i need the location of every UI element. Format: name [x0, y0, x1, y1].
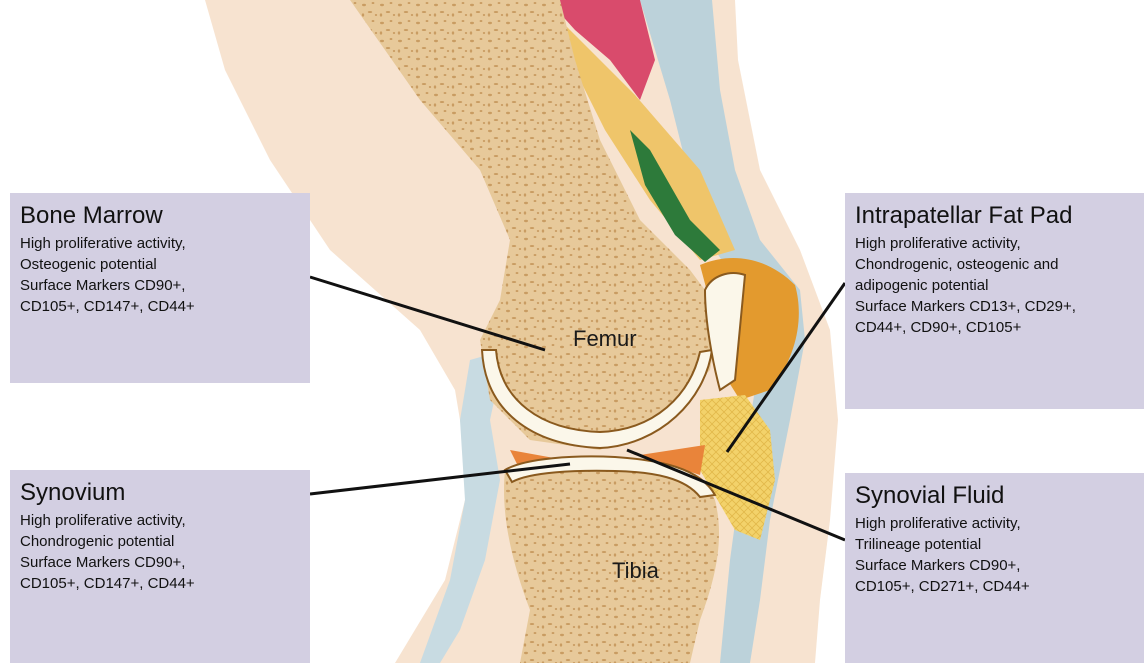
callout-line: High proliferative activity,: [20, 510, 300, 531]
femur-label: Femur: [573, 326, 637, 352]
callout-title: Bone Marrow: [20, 201, 300, 231]
callout-intrapatellar-fat-pad: Intrapatellar Fat Pad High proliferative…: [845, 193, 1144, 409]
callout-line: High proliferative activity,: [20, 233, 300, 254]
callout-line: Surface Markers CD90+,: [20, 275, 300, 296]
callout-line: CD44+, CD90+, CD105+: [855, 317, 1134, 338]
callout-line: Osteogenic potential: [20, 254, 300, 275]
callout-line: Trilineage potential: [855, 534, 1134, 555]
callout-line: Surface Markers CD13+, CD29+,: [855, 296, 1134, 317]
callout-synovial-fluid: Synovial Fluid High proliferative activi…: [845, 473, 1144, 663]
callout-title: Synovium: [20, 478, 300, 508]
callout-title: Synovial Fluid: [855, 481, 1134, 511]
tibia-label: Tibia: [612, 558, 659, 584]
callout-line: CD105+, CD147+, CD44+: [20, 573, 300, 594]
callout-line: CD105+, CD271+, CD44+: [855, 576, 1134, 597]
callout-line: High proliferative activity,: [855, 513, 1134, 534]
callout-title: Intrapatellar Fat Pad: [855, 201, 1134, 231]
callout-line: Chondrogenic, osteogenic and: [855, 254, 1134, 275]
callout-line: CD105+, CD147+, CD44+: [20, 296, 300, 317]
callout-line: adipogenic potential: [855, 275, 1134, 296]
callout-line: Chondrogenic potential: [20, 531, 300, 552]
callout-line: Surface Markers CD90+,: [20, 552, 300, 573]
callout-line: Surface Markers CD90+,: [855, 555, 1134, 576]
callout-bone-marrow: Bone Marrow High proliferative activity,…: [10, 193, 310, 383]
callout-synovium: Synovium High proliferative activity, Ch…: [10, 470, 310, 663]
callout-line: High proliferative activity,: [855, 233, 1134, 254]
